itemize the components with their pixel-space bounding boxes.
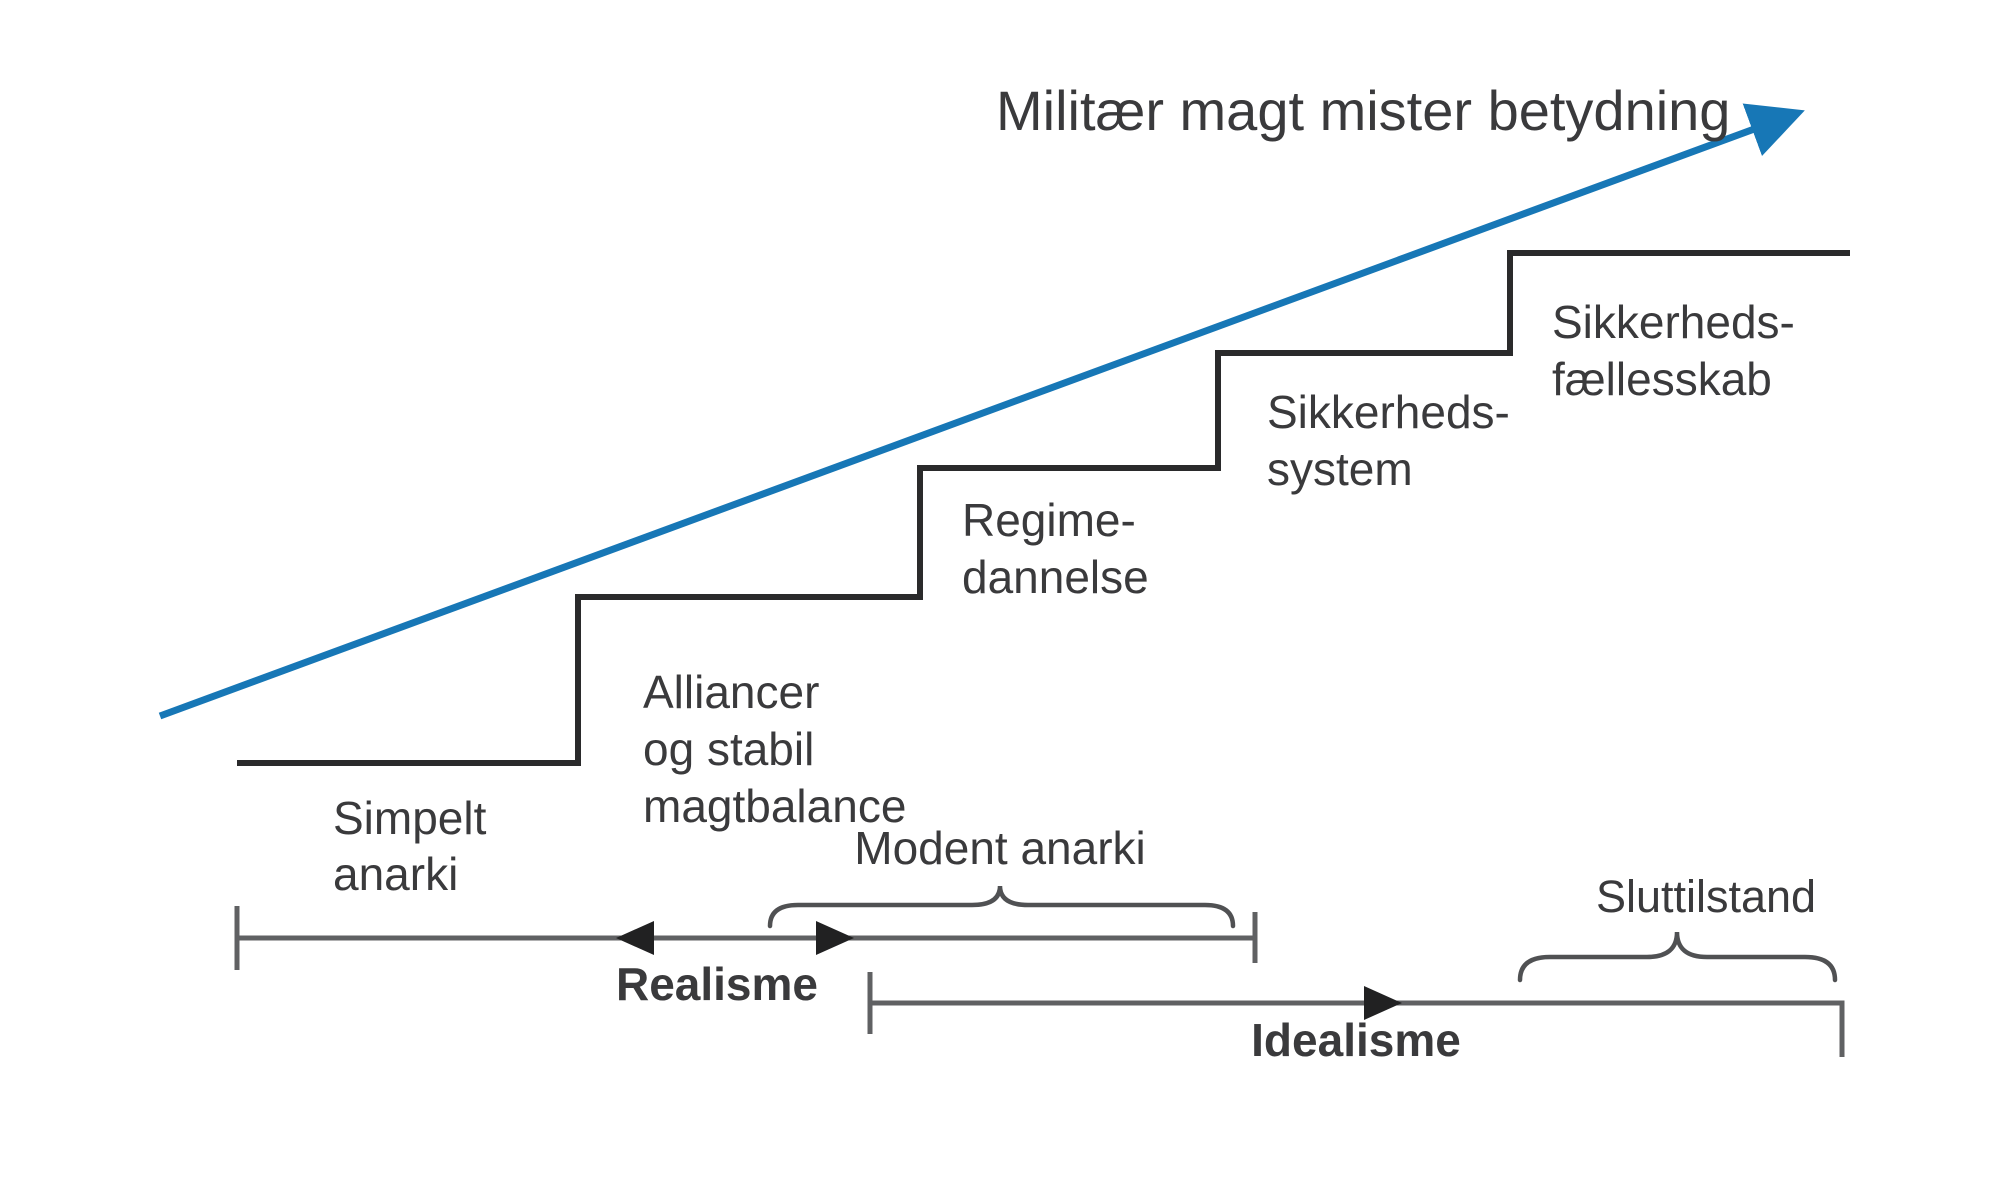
step-label-regimedannelse: Regime- dannelse	[962, 494, 1149, 603]
diagram-title: Militær magt mister betydning	[996, 79, 1731, 142]
step-label-sikkerhedsfaellesskab: Sikkerheds- fællesskab	[1552, 296, 1795, 405]
annotation-modent-anarki: Modent anarki	[854, 822, 1146, 874]
step-label-alliancer: Alliancer og stabil magtbalance	[643, 666, 907, 832]
sluttilstand-brace	[1517, 931, 1838, 983]
axis-label-idealisme: Idealisme	[1251, 1014, 1461, 1066]
left-arrowhead-icon	[616, 921, 654, 955]
idealisme-arrowhead-icon	[1364, 986, 1402, 1020]
step-label-sikkerhedssystem: Sikkerheds- system	[1267, 386, 1510, 495]
step-label-simpelt-anarki: Simpelt anarki	[333, 792, 487, 900]
staircase-path	[237, 250, 1850, 766]
right-arrowhead-icon	[816, 921, 854, 955]
idealisme-axis-line	[870, 1000, 1845, 1057]
trend-arrow	[158, 103, 1805, 720]
modent-anarki-brace	[767, 885, 1236, 929]
annotation-sluttilstand: Sluttilstand	[1595, 871, 1817, 922]
axis-label-realisme: Realisme	[615, 958, 818, 1010]
